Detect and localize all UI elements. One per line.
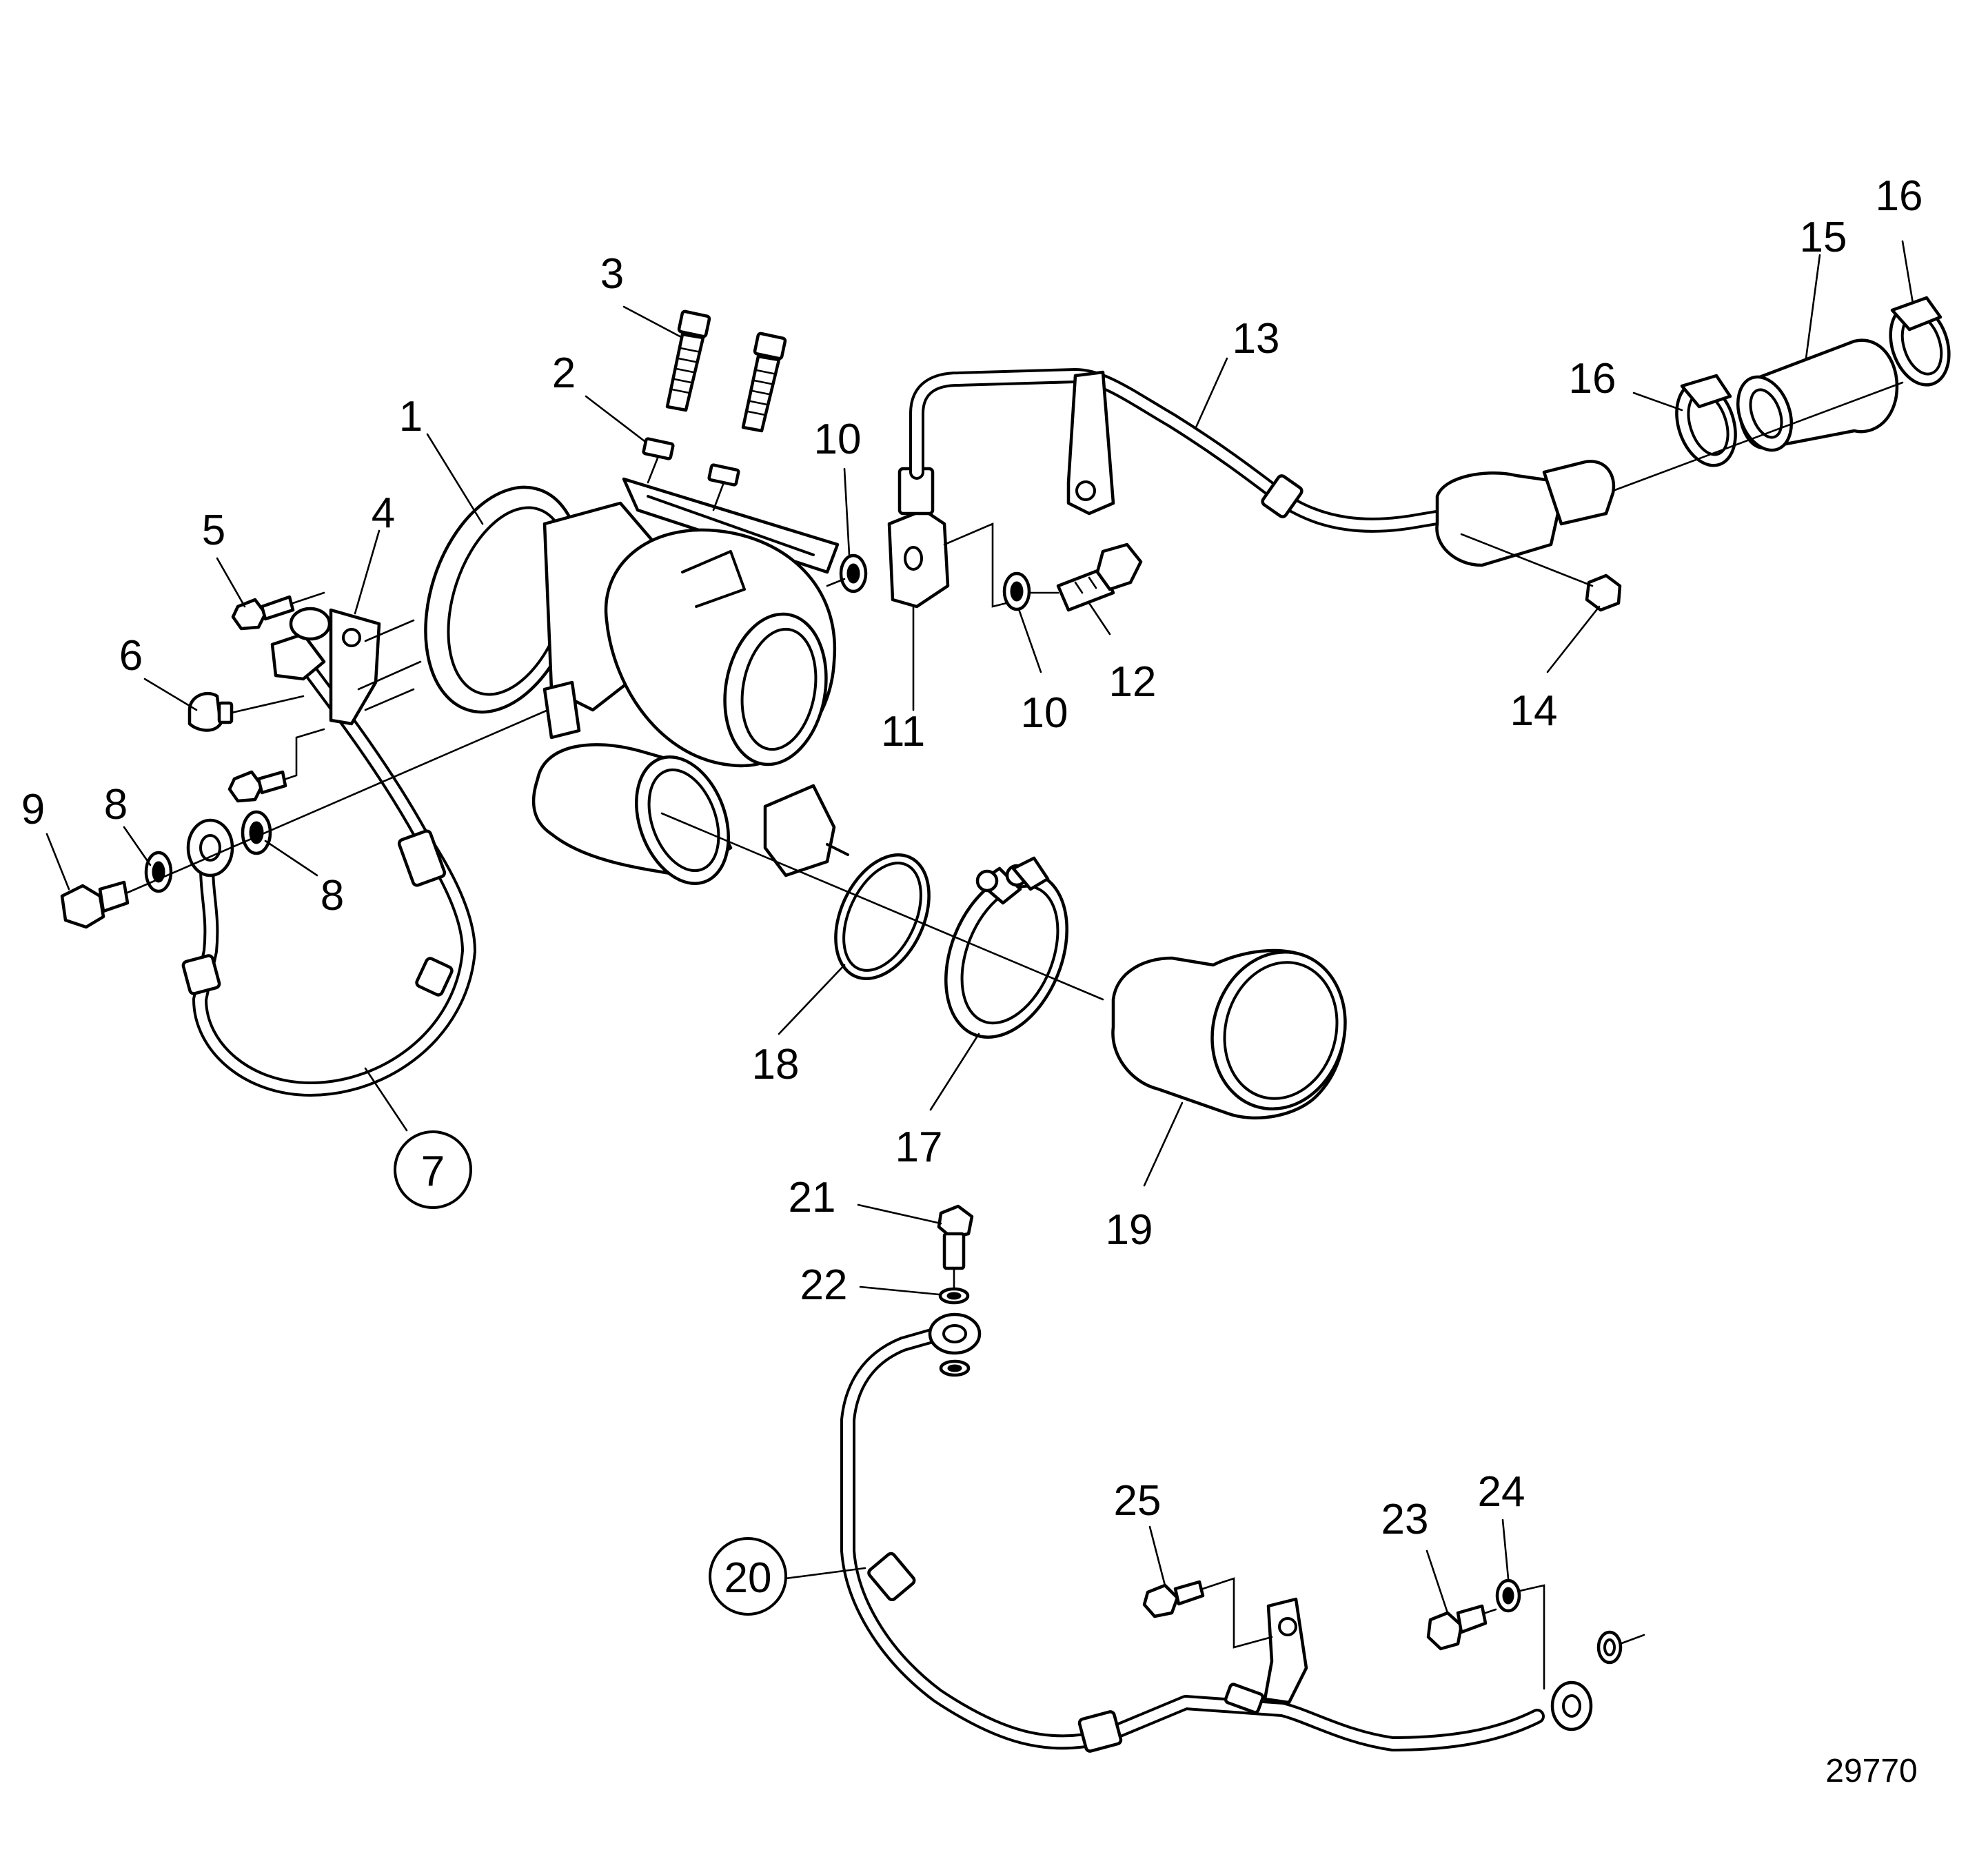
callout-12: 12 xyxy=(1109,658,1157,706)
bolt-5 xyxy=(231,591,325,631)
callout-6: 6 xyxy=(119,632,143,680)
banjo-bolt-6 xyxy=(187,691,305,732)
callout-20-circle xyxy=(709,1537,787,1616)
callout-1: 1 xyxy=(399,393,423,440)
callout-9: 9 xyxy=(21,786,45,833)
hose-clamp-16-right xyxy=(1889,296,1951,387)
pipe-bracket xyxy=(329,608,422,726)
callout-2: 2 xyxy=(552,349,576,397)
sealing-washer-8-left xyxy=(144,851,173,893)
callout-16-right: 16 xyxy=(1876,172,1923,220)
callout-4: 4 xyxy=(372,489,395,537)
callout-16-left: 16 xyxy=(1569,355,1616,403)
callout-8-right: 8 xyxy=(321,872,344,919)
callout-19: 19 xyxy=(1106,1206,1153,1254)
banjo-bolt-21 xyxy=(937,1204,974,1290)
union-fitting-11 xyxy=(887,467,950,609)
callout-17: 17 xyxy=(895,1124,943,1171)
callout-18: 18 xyxy=(752,1041,800,1088)
figure-number: 29770 xyxy=(1825,1753,1917,1789)
nut-14 xyxy=(1585,573,1622,612)
washer-24 xyxy=(1495,1578,1521,1613)
callout-10-right: 10 xyxy=(1021,689,1068,737)
callout-3: 3 xyxy=(600,250,624,298)
oil-return-pipe xyxy=(840,1312,1593,1753)
callout-5: 5 xyxy=(202,507,225,554)
sealing-washer-10-left xyxy=(839,553,868,593)
washer-22-lower xyxy=(939,1359,971,1377)
callout-7-circle xyxy=(394,1130,472,1209)
callout-25: 25 xyxy=(1114,1477,1162,1525)
mounting-bolts xyxy=(642,309,787,511)
washer-22 xyxy=(938,1287,970,1305)
oil-supply-pipe xyxy=(181,607,476,1097)
banjo-bolt-23 xyxy=(1426,1604,1488,1651)
callout-14: 14 xyxy=(1510,687,1558,735)
callout-15: 15 xyxy=(1800,214,1847,261)
o-ring-18 xyxy=(834,853,931,981)
banjo-bolt-9 xyxy=(60,880,130,929)
hose-15 xyxy=(1736,338,1899,452)
oil-pipe-13 xyxy=(909,368,1616,567)
v-band-clamp-17 xyxy=(944,856,1068,1039)
callout-10-left: 10 xyxy=(814,416,862,463)
sealing-washer-8-right xyxy=(241,810,272,855)
banjo-bolt-12 xyxy=(1056,542,1143,612)
callout-8-left: 8 xyxy=(104,781,128,829)
callout-7: 7 xyxy=(421,1148,445,1195)
callout-11: 11 xyxy=(881,708,925,755)
callout-13: 13 xyxy=(1233,315,1280,363)
sealing-washer-10-right xyxy=(1002,571,1031,611)
callout-20: 20 xyxy=(724,1554,772,1602)
bolt-lower-bracket xyxy=(227,728,325,803)
bolt-25 xyxy=(1142,1577,1273,1649)
turbocharger xyxy=(424,477,849,886)
washer-24-right xyxy=(1596,1630,1623,1665)
leader-lines xyxy=(45,240,1914,1614)
callout-21: 21 xyxy=(789,1174,836,1221)
callout-22: 22 xyxy=(800,1261,848,1309)
callout-24: 24 xyxy=(1478,1468,1525,1516)
hose-clamp-16-left xyxy=(1675,374,1737,467)
callout-23: 23 xyxy=(1381,1496,1429,1543)
elbow-pipe-19 xyxy=(1111,948,1347,1120)
